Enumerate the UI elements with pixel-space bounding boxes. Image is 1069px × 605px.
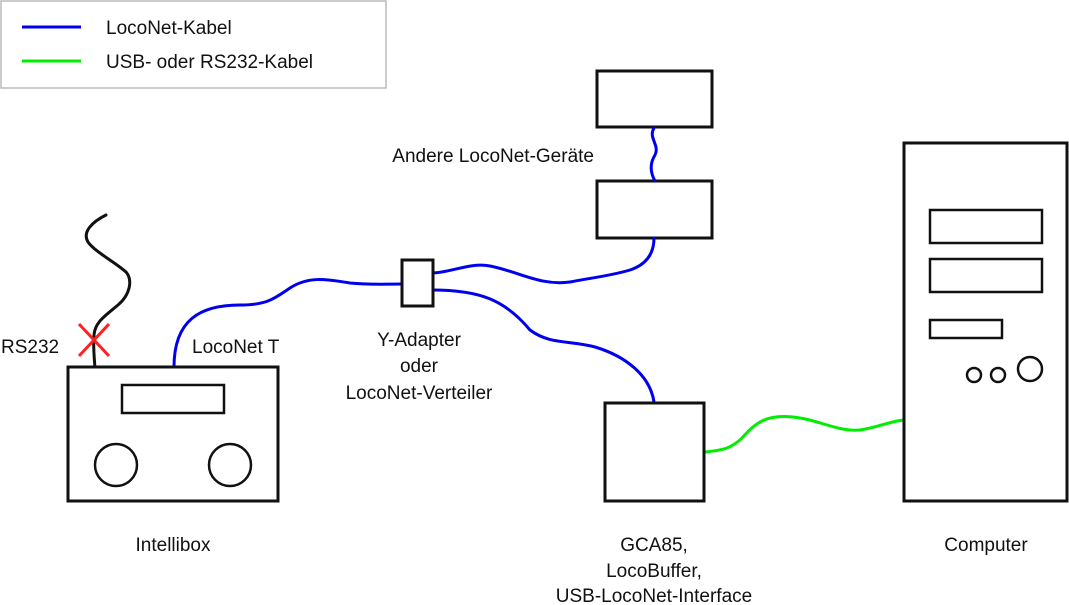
y-adapter-label-line1: Y-Adapter [377,330,461,351]
intellibox-knob-right [207,442,253,488]
computer-drive-bay-2 [928,257,1044,294]
interface-label-line2: LocoBuffer, [606,561,702,582]
intellibox-label: Intellibox [136,535,211,556]
intellibox-display [120,383,226,415]
other-loconet-device-bottom [595,179,714,240]
y-adapter-label-line3: LocoNet-Verteiler [346,383,493,404]
other-devices-label: Andere LocoNet-Geräte [392,146,594,167]
loconet-t-label: LocoNet T [192,337,280,358]
interface-label-line3: USB-LocoNet-Interface [556,586,752,605]
loconet-cable-yadapter-to-interface [430,288,656,404]
rs232-label: RS232 [1,337,59,358]
loconet-cable-yadapter-to-devices [430,236,656,285]
computer-led-2 [989,366,1007,384]
legend-label-usb: USB- oder RS232-Kabel [106,52,313,73]
loconet-cable-intellibox-to-yadapter [172,278,404,369]
computer-power-button [1016,355,1044,383]
computer-floppy-slot [928,318,1004,340]
intellibox-knob-left [93,442,139,488]
y-adapter-label-line2: oder [400,356,439,377]
loconet-cable-between-devices [649,126,658,183]
legend-label-loconet: LocoNet-Kabel [106,18,232,39]
legend: LocoNet-Kabel USB- oder RS232-Kabel [0,0,387,89]
intellibox-device [66,365,280,503]
interface-label-line1: GCA85, [620,535,688,556]
legend-frame [0,0,387,89]
disconnected-x-icon [77,322,111,358]
other-loconet-device-top [595,69,714,129]
computer-led-1 [965,366,983,384]
loconet-interface-device [603,401,706,503]
computer-drive-bay-1 [928,208,1044,245]
usb-cable-interface-to-computer [703,415,906,454]
rs232-cable [84,213,132,370]
computer-label: Computer [944,535,1028,556]
computer-tower [902,141,1069,503]
y-adapter [400,258,435,308]
